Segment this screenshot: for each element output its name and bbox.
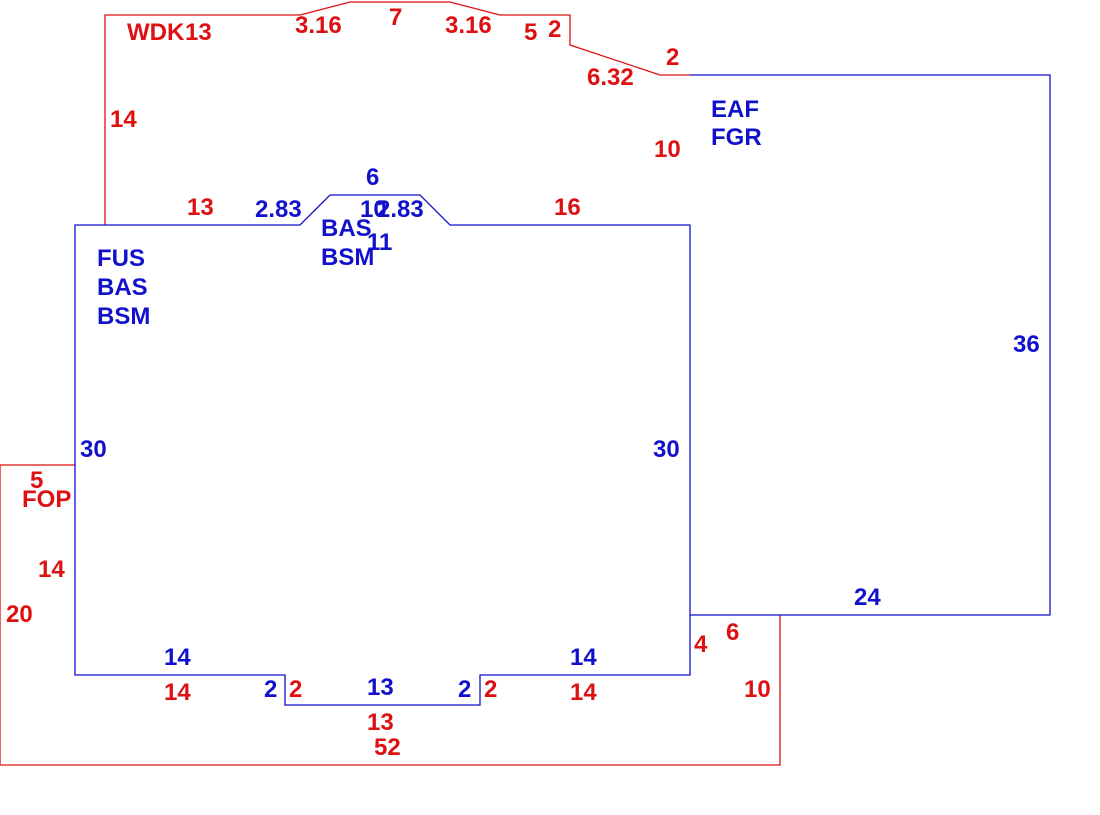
dimension-label: 5 — [30, 467, 43, 494]
dimension-label: 14 — [570, 644, 597, 671]
dimension-label: 2 — [548, 16, 561, 43]
dimension-label: 14 — [164, 644, 191, 671]
dimension-label: 14 — [164, 679, 191, 706]
dimension-label: 2 — [666, 44, 679, 71]
dimension-label: 13 — [187, 194, 214, 221]
dimension-label: 13 — [185, 19, 212, 46]
dimension-label: 14 — [110, 106, 137, 133]
dimension-label: 16 — [554, 194, 581, 221]
eaf-area-label: EAF — [711, 96, 759, 123]
dimension-label: 10 — [360, 196, 387, 223]
dimension-label: 3.16 — [445, 12, 492, 39]
dimension-label: 11 — [367, 229, 392, 256]
dimension-label: 36 — [1013, 331, 1040, 358]
dimension-label: 13 — [367, 674, 394, 701]
dimension-label: 2 — [289, 676, 302, 703]
dimension-label: 6 — [366, 164, 379, 191]
dimension-label: 14 — [570, 679, 597, 706]
bas-area-label: BAS — [97, 274, 148, 301]
dimension-label: 10 — [744, 676, 771, 703]
dimension-label: 20 — [6, 601, 33, 628]
dimension-label: 24 — [854, 584, 881, 611]
bay-bas-area-label: BAS — [321, 215, 372, 242]
dimension-label: 2.83 — [377, 196, 424, 223]
garage-outline — [690, 74, 1051, 616]
dimension-label: 2 — [458, 676, 471, 703]
fop-area-label: FOP — [22, 486, 71, 513]
bay-bsm-area-label: BSM — [321, 244, 374, 271]
wdk-outline — [104, 1, 690, 225]
dimension-label: 4 — [694, 631, 708, 658]
dimension-label: 7 — [389, 4, 402, 31]
fus-area-label: FUS — [97, 245, 145, 272]
dimension-label: 2 — [484, 676, 497, 703]
wdk-area-label: WDK — [127, 19, 185, 46]
dimension-label: 3.16 — [295, 12, 342, 39]
dimension-label: 10 — [654, 136, 681, 163]
dimension-label: 52 — [374, 734, 401, 761]
dimension-label: 5 — [524, 19, 537, 46]
dimension-label: 30 — [80, 436, 107, 463]
dimension-label: 6.32 — [587, 64, 634, 91]
house-outline — [74, 194, 691, 706]
dimension-label: 2.83 — [255, 196, 302, 223]
dimension-label: 13 — [367, 709, 394, 736]
fop-outline — [0, 464, 781, 766]
bsm-area-label: BSM — [97, 303, 150, 330]
dimension-label: 2 — [264, 676, 277, 703]
dimension-label: 30 — [653, 436, 680, 463]
dimension-label: 14 — [38, 556, 65, 583]
fgr-area-label: FGR — [711, 124, 762, 151]
dimension-label: 6 — [726, 619, 739, 646]
